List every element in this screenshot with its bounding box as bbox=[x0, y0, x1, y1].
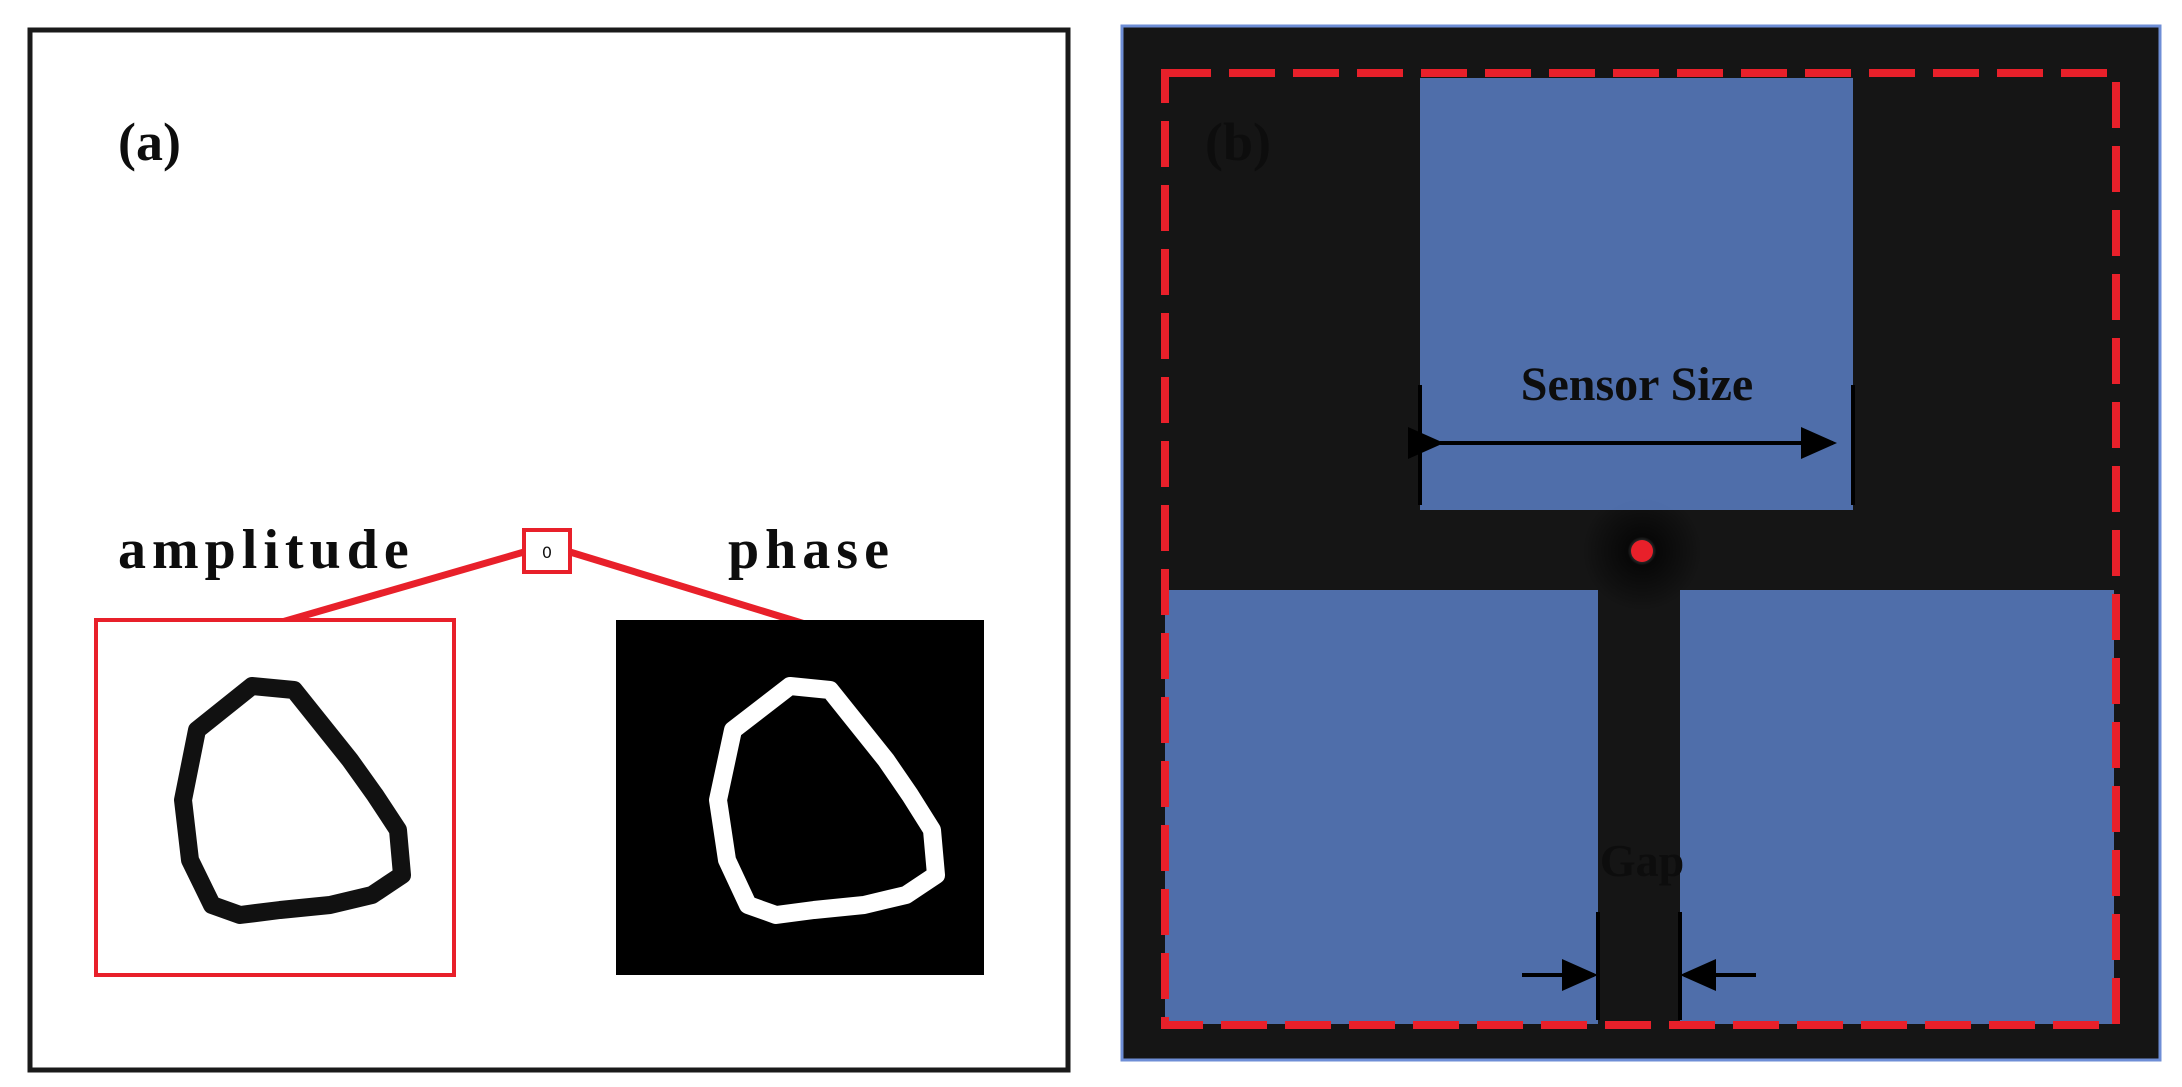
sensor-region-upper bbox=[1420, 78, 1853, 510]
panel-a: (a) amplitude phase 0 bbox=[27, 27, 1071, 1073]
phase-image bbox=[616, 620, 984, 975]
amplitude-image bbox=[94, 618, 456, 977]
sensor-region-lower-right bbox=[1680, 590, 2114, 1024]
connector-to-phase bbox=[568, 548, 807, 628]
panel-a-label: (a) bbox=[118, 112, 181, 172]
panel-b: (b) Sensor Size Gap bbox=[1120, 24, 2162, 1062]
source-digit: 0 bbox=[542, 543, 552, 562]
phase-digit-stroke bbox=[709, 677, 945, 924]
simulation-boundary bbox=[1161, 69, 2120, 1029]
source-point bbox=[1631, 540, 1653, 562]
source-digit-box bbox=[522, 528, 572, 574]
connector-to-amplitude bbox=[274, 548, 525, 628]
panel-b-frame bbox=[1120, 24, 2162, 1062]
amplitude-label: amplitude bbox=[118, 519, 415, 581]
sensor-region-lower-left bbox=[1165, 590, 1598, 1024]
gap-label: Gap bbox=[1600, 835, 1684, 886]
phase-label: phase bbox=[728, 519, 895, 581]
amplitude-digit-stroke bbox=[174, 677, 411, 924]
panel-b-label: (b) bbox=[1205, 112, 1271, 172]
sensor-size-label: Sensor Size bbox=[1521, 358, 1753, 411]
